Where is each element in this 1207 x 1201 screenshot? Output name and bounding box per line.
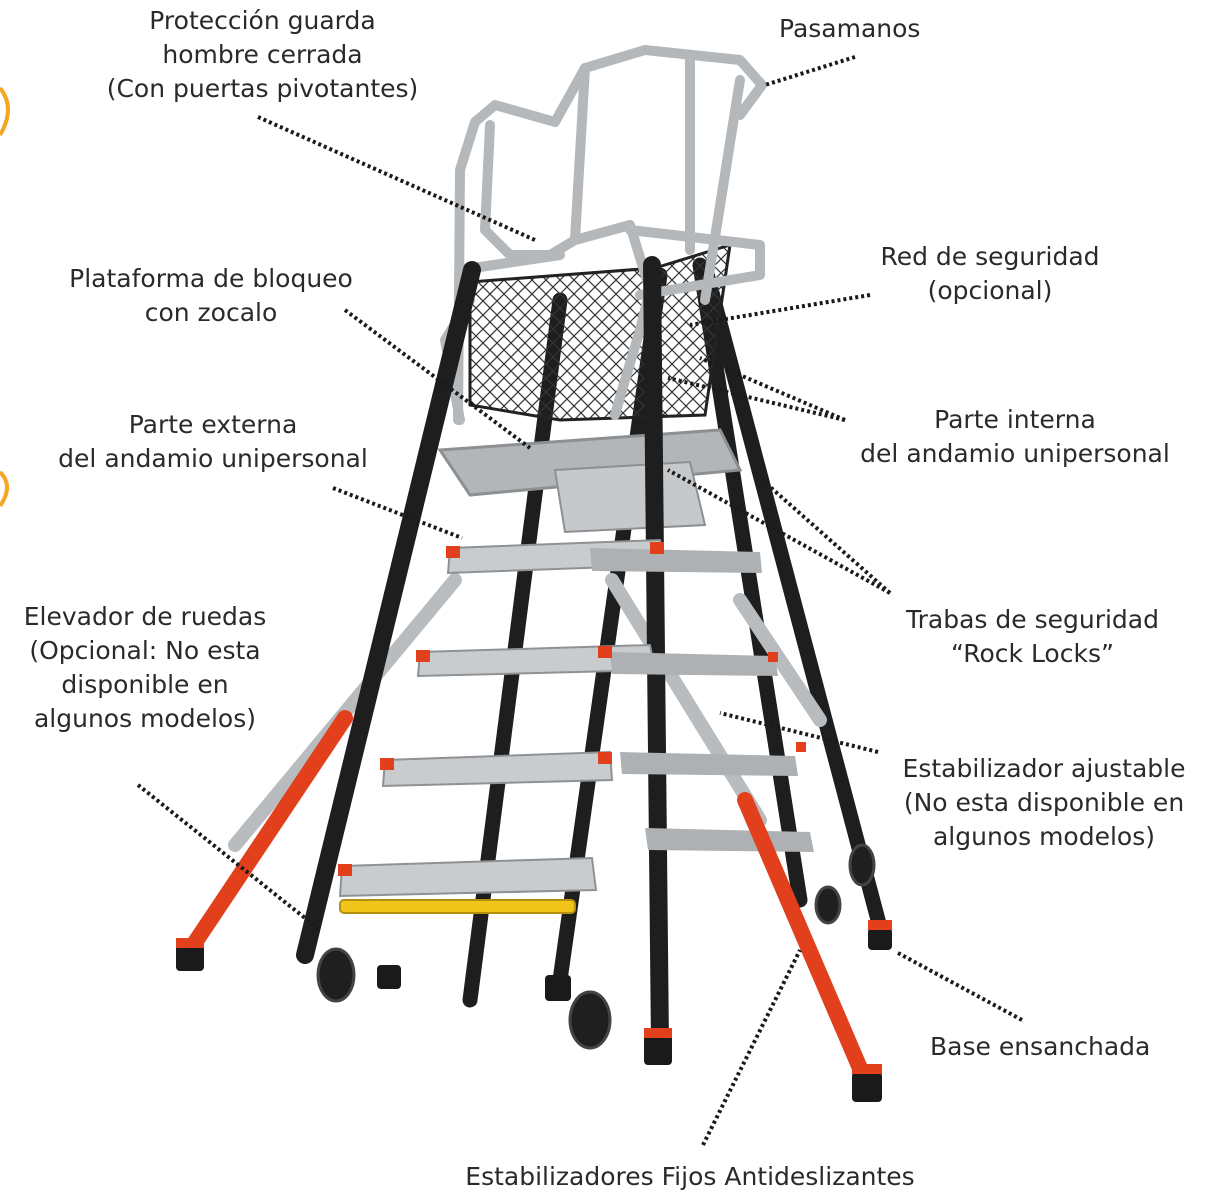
wheel-lift-bar	[340, 900, 575, 913]
step-caps	[338, 542, 806, 876]
label-guard: Protección guarda hombre cerrada (Con pu…	[95, 4, 430, 106]
edge-accent-top	[0, 88, 8, 135]
safety-net	[470, 245, 730, 420]
label-rocklocks: Trabas de seguridad “Rock Locks”	[890, 603, 1175, 671]
label-inner: Parte interna del andamio unipersonal	[850, 403, 1180, 471]
label-wheels: Elevador de ruedas (Opcional: No esta di…	[10, 600, 280, 736]
leg-feet	[176, 928, 892, 1102]
label-net: Red de seguridad (opcional)	[840, 240, 1140, 308]
platform-plate	[555, 462, 705, 532]
label-base: Base ensanchada	[930, 1030, 1150, 1064]
edge-accent-mid	[0, 472, 7, 506]
label-adjustable-stabilizer: Estabilizador ajustable (No esta disponi…	[885, 752, 1203, 854]
label-platform: Plataforma de bloqueo con zocalo	[55, 262, 367, 330]
leg-foot-bands	[176, 920, 892, 1074]
label-outer: Parte externa del andamio unipersonal	[52, 408, 374, 476]
adjustable-stabilizers	[235, 580, 820, 845]
label-handrail: Pasamanos	[779, 12, 920, 46]
label-fixed-stabilizers: Estabilizadores Fijos Antideslizantes	[420, 1160, 960, 1194]
